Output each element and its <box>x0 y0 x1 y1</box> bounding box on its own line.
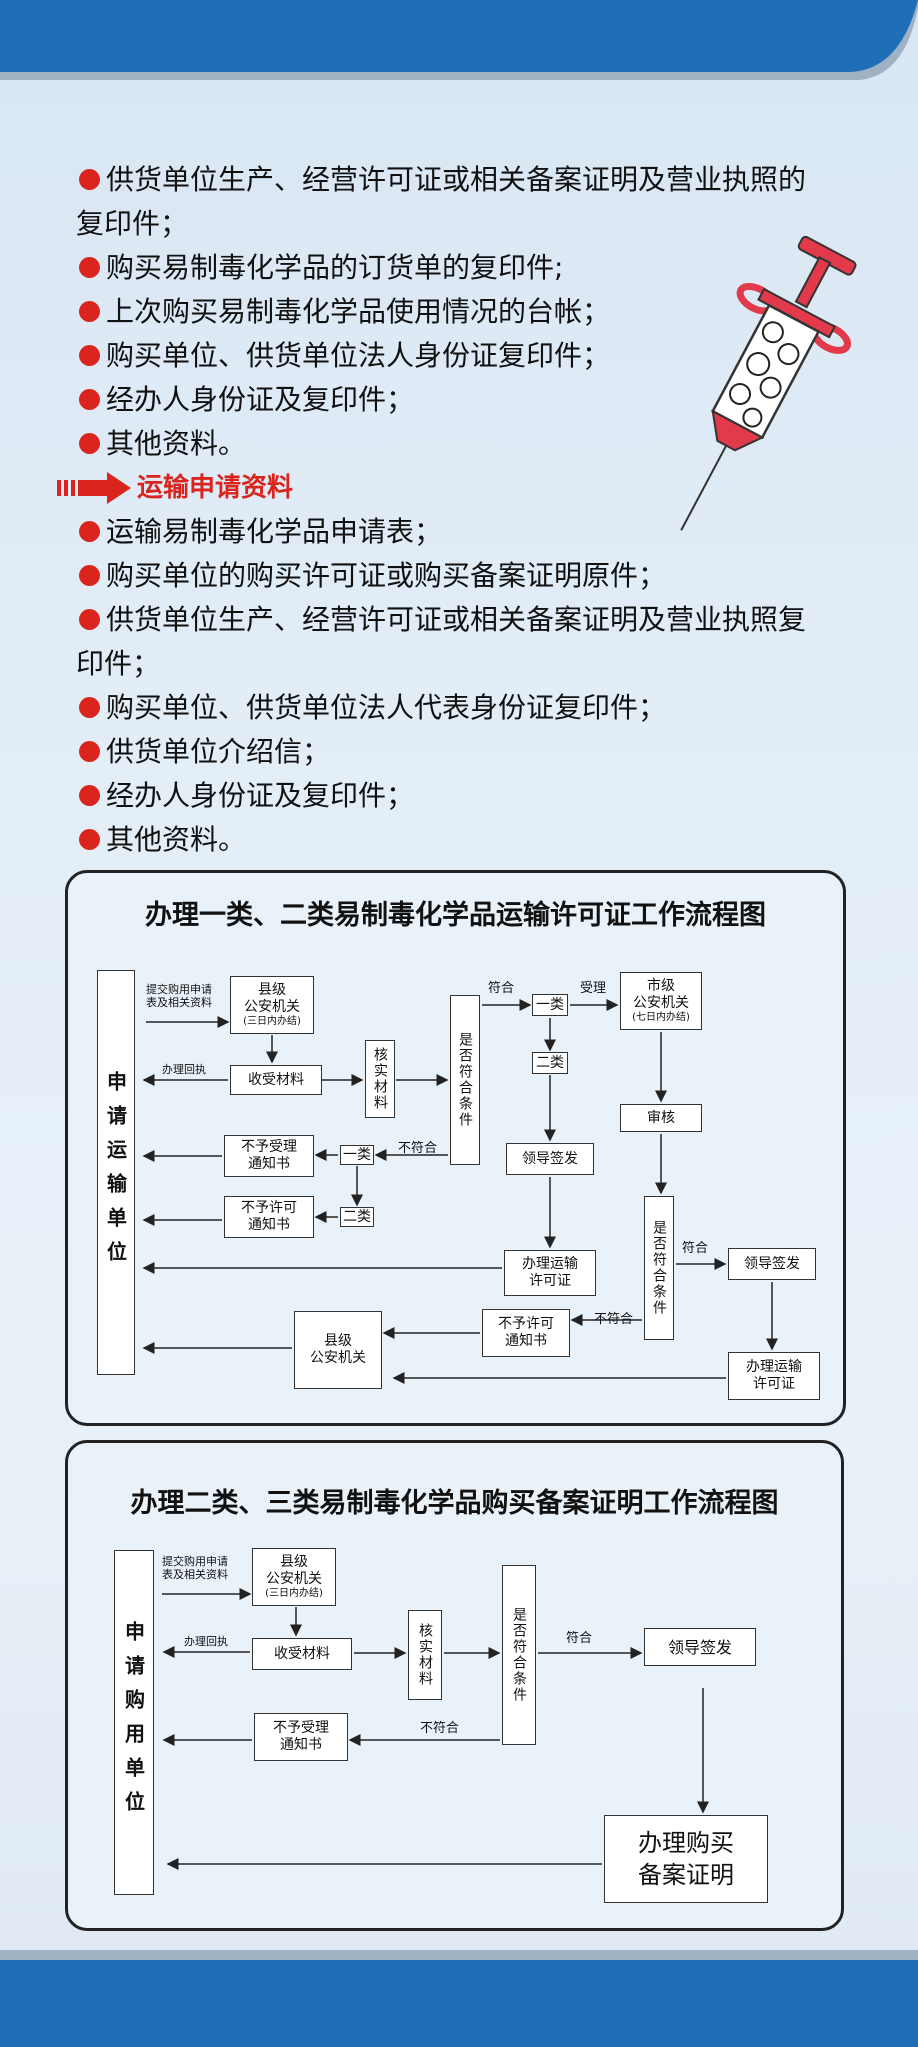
bullet-icon <box>79 521 100 542</box>
list-item: 购买单位的购买许可证或购买备案证明原件； <box>55 554 865 598</box>
category-one-box: 一类 <box>532 994 568 1016</box>
bullet-icon <box>79 257 100 278</box>
submit-label: 表及相关资料 <box>162 1568 228 1581</box>
flowchart-title: 办理二类、三类易制毒化学品购买备案证明工作流程图 <box>130 1488 779 1519</box>
applicant-box: 申请运输单位 <box>97 970 135 1375</box>
list-item: 上次购买易制毒化学品使用情况的台帐； <box>55 290 865 334</box>
conform-label: 符合 <box>488 981 515 996</box>
reject-accept-notice-box: 不予受理 通知书 <box>254 1713 348 1761</box>
applicant-box: 申请购用单位 <box>114 1550 154 1895</box>
county-police-box: 县级 公安机关 (三日内办结) <box>230 976 314 1034</box>
list-item-continuation: 复印件； <box>76 207 189 240</box>
bullet-icon <box>79 609 100 630</box>
category-two-box: 二类 <box>340 1207 374 1227</box>
list-item: 购买单位、供货单位法人代表身份证复印件； <box>55 686 865 730</box>
verify-materials-box: 核实材料 <box>408 1610 442 1700</box>
reject-permit-notice-box: 不予许可 通知书 <box>224 1196 314 1238</box>
bullet-icon <box>79 169 100 190</box>
list-item: 购买单位、供货单位法人身份证复印件； <box>55 334 865 378</box>
arrow-right-icon <box>57 472 131 504</box>
receive-materials-box: 收受材料 <box>252 1638 352 1670</box>
not-conform-label: 不符合 <box>398 1141 438 1156</box>
transport-permit-box: 办理运输 许可证 <box>504 1250 596 1296</box>
bullet-icon <box>79 785 100 806</box>
section-heading: 运输申请资料 <box>55 466 865 510</box>
bullet-icon <box>79 697 100 718</box>
bullet-icon <box>79 345 100 366</box>
submit-label: 提交购用申请 <box>146 983 212 996</box>
category-one-box: 一类 <box>340 1145 374 1165</box>
list-item: 其他资料。 <box>55 422 865 466</box>
city-transport-permit-box: 办理运输 许可证 <box>728 1352 820 1400</box>
conform-label: 符合 <box>566 1631 593 1646</box>
city-reject-notice-box: 不予许可 通知书 <box>482 1309 570 1357</box>
flowchart-title: 办理一类、二类易制毒化学品运输许可证工作流程图 <box>145 900 766 931</box>
list-item: 运输易制毒化学品申请表； <box>55 510 865 554</box>
bottom-banner <box>0 1950 918 2047</box>
syringe-icon <box>680 235 857 531</box>
city-conform-label: 符合 <box>682 1241 709 1256</box>
list-item: 其他资料。 <box>55 818 865 862</box>
bullet-icon <box>79 389 100 410</box>
not-conform-label: 不符合 <box>420 1721 460 1736</box>
review-box: 审核 <box>620 1104 702 1132</box>
county-office-box: 县级 公安机关 <box>294 1311 382 1389</box>
city-conform-check-box: 是否符合条件 <box>644 1196 674 1340</box>
county-police-box: 县级 公安机关 (三日内办结) <box>252 1548 336 1606</box>
verify-materials-box: 核实材料 <box>365 1040 395 1118</box>
purchase-record-box: 办理购买 备案证明 <box>604 1815 768 1903</box>
category-two-box: 二类 <box>532 1052 568 1074</box>
receipt-label: 办理回执 <box>162 1063 206 1076</box>
list-item: 供货单位生产、经营许可证或相关备案证明及营业执照复 <box>55 598 865 642</box>
leader-sign-box: 领导签发 <box>644 1628 756 1666</box>
list-item: 购买易制毒化学品的订货单的复印件; <box>55 246 865 290</box>
leader-sign-box: 领导签发 <box>506 1143 594 1175</box>
bullet-icon <box>79 565 100 586</box>
list-item-continuation: 印件； <box>76 647 161 680</box>
conform-check-box: 是否符合条件 <box>450 995 480 1165</box>
list-item: 经办人身份证及复印件； <box>55 774 865 818</box>
receive-materials-box: 收受材料 <box>230 1065 322 1095</box>
submit-label: 表及相关资料 <box>146 996 212 1009</box>
city-police-box: 市级 公安机关 (七日内办结) <box>620 972 702 1030</box>
top-banner <box>0 0 918 80</box>
reject-accept-notice-box: 不予受理 通知书 <box>224 1135 314 1177</box>
bullet-icon <box>79 829 100 850</box>
bullet-icon <box>79 741 100 762</box>
submit-label: 提交购用申请 <box>162 1555 228 1568</box>
bullet-icon <box>79 433 100 454</box>
list-item: 供货单位介绍信； <box>55 730 865 774</box>
receipt-label: 办理回执 <box>184 1635 228 1648</box>
bullet-icon <box>79 301 100 322</box>
accept-label: 受理 <box>580 981 607 996</box>
list-item: 经办人身份证及复印件； <box>55 378 865 422</box>
list-item: 供货单位生产、经营许可证或相关备案证明及营业执照的 <box>55 158 865 202</box>
conform-check-box: 是否符合条件 <box>502 1565 536 1745</box>
document-list: 供货单位生产、经营许可证或相关备案证明及营业执照的 复印件； 购买易制毒化学品的… <box>55 158 865 862</box>
city-leader-sign-box: 领导签发 <box>728 1248 816 1280</box>
